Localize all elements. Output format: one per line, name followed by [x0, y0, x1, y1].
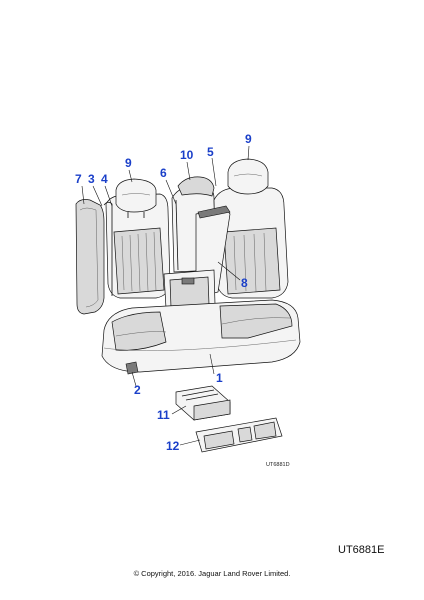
callout-2: 2: [134, 383, 141, 397]
leader-lines: [81, 145, 250, 446]
callout-7: 7: [75, 172, 82, 186]
callout-8: 8: [241, 276, 248, 290]
callout-11: 11: [157, 408, 170, 422]
part-clip: [125, 361, 139, 375]
callout-10: 10: [180, 148, 194, 162]
callout-3: 3: [88, 172, 95, 186]
callout-6: 6: [160, 166, 167, 180]
part-side-bolster: [75, 199, 105, 315]
callout-5: 5: [207, 145, 214, 159]
part-left-head-restraint: [115, 178, 157, 218]
callout-4: 4: [101, 172, 108, 186]
part-seat-cushion: [101, 299, 301, 373]
callout-labels: 1 2 3 4 5 6 7 8 9 9 10 11 12: [75, 132, 252, 453]
part-left-seat-back: [103, 193, 171, 299]
callout-12: 12: [166, 439, 180, 453]
callout-9-right: 9: [245, 132, 252, 146]
part-right-seat-back: [213, 158, 289, 299]
copyright-notice: © Copyright, 2016. Jaguar Land Rover Lim…: [133, 569, 291, 578]
reference-code: UT6881E: [338, 544, 385, 556]
part-bracket: [175, 385, 231, 421]
drawing-code: UT6881D: [266, 462, 290, 468]
callout-1: 1: [216, 371, 223, 385]
callout-9-left: 9: [125, 156, 132, 170]
part-tray: [195, 417, 283, 453]
